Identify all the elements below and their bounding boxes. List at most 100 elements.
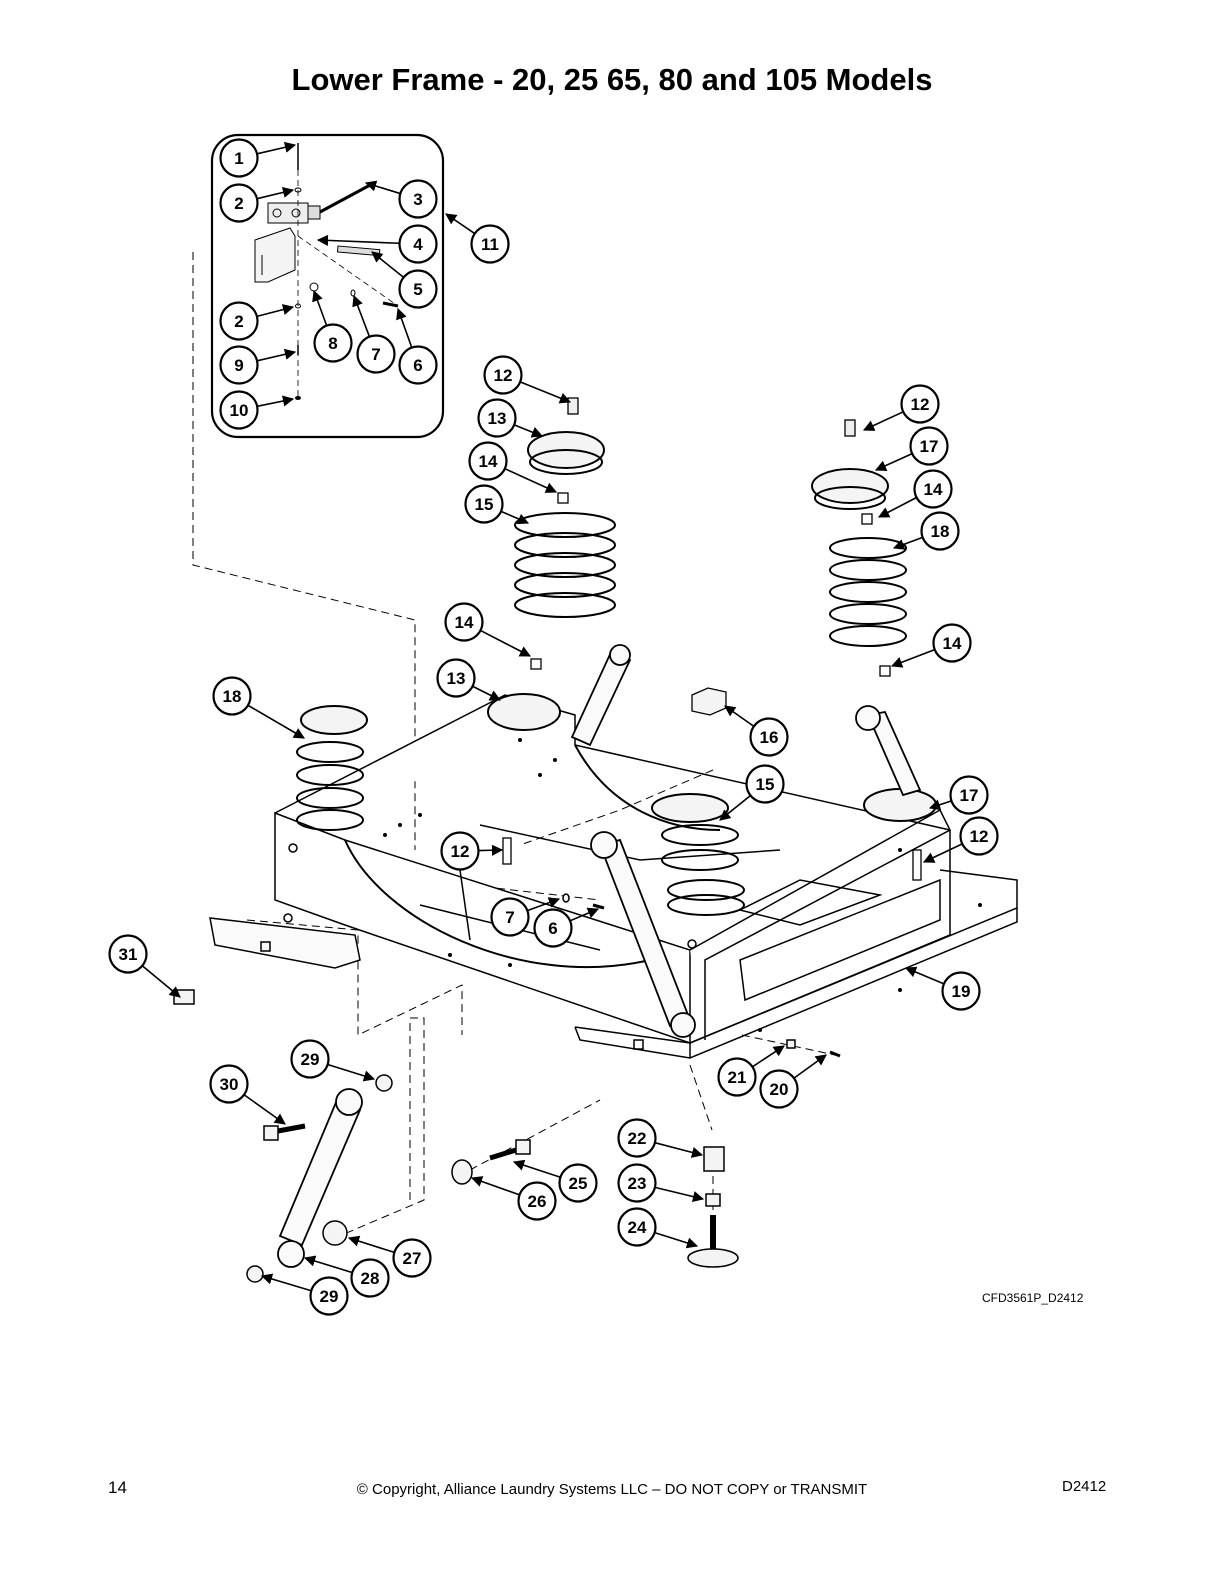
callout-bubble [517,1181,557,1221]
callout-number: 6 [413,356,422,375]
callout-26: 26 [470,1176,557,1221]
callout-number: 11 [481,235,499,254]
callout-number: 2 [234,194,243,213]
callout-bubble [392,1238,432,1278]
callout-leader [303,1255,353,1274]
callout-22: 22 [617,1118,704,1158]
callout-bubble [717,1057,757,1097]
callout-leader [724,705,755,727]
callout-15: 15 [719,764,785,821]
callout-leader [472,685,502,701]
callout-leader [654,1186,705,1203]
callout-5: 5 [371,251,438,309]
callout-bubble [398,345,438,385]
callout-7: 7 [352,294,396,374]
callout-11: 11 [445,213,510,264]
callout-15: 15 [464,484,530,525]
callout-number: 18 [931,522,950,541]
callout-number: 23 [628,1174,647,1193]
callout-leader [256,141,297,155]
callout-bubble [219,390,259,430]
callout-bubble [290,1039,330,1079]
callout-leader [256,395,295,408]
callout-6: 6 [396,307,438,385]
callout-leader [654,1231,699,1249]
callout-number: 18 [223,687,242,706]
callout-21: 21 [717,1045,785,1097]
callout-1: 1 [219,138,297,178]
callout-bubble [219,301,259,341]
callout-number: 22 [628,1129,647,1148]
footer-copyright: © Copyright, Alliance Laundry Systems LL… [356,1481,868,1498]
callout-number: 7 [505,908,514,927]
callout-number: 25 [569,1174,588,1193]
callout-bubble [464,484,504,524]
callout-28: 28 [303,1255,390,1298]
callout-leader [327,1063,376,1082]
callout-29: 29 [290,1039,376,1082]
callout-12: 12 [483,355,572,404]
callout-number: 3 [413,190,422,209]
callout-17: 17 [874,426,949,471]
callout-leader [247,704,305,739]
callout-number: 27 [403,1249,422,1268]
callout-number: 14 [943,634,962,653]
callout-number: 12 [494,366,513,385]
callout-bubble [108,934,148,974]
callout-leader [793,1054,827,1079]
callout-leader [500,510,530,525]
callout-leader [527,897,561,912]
callout-bubble [617,1163,657,1203]
callout-number: 20 [770,1080,789,1099]
callout-bubble [212,676,252,716]
callout-30: 30 [209,1064,286,1125]
callout-leader [504,467,558,493]
callout-18: 18 [892,511,960,551]
loose-hardware [173,893,841,1283]
callout-number: 21 [728,1068,747,1087]
spring-assemblies [296,397,937,916]
callout-leader [922,843,963,863]
callout-leader [752,1045,785,1068]
callout-leader [878,496,917,518]
callout-13: 13 [436,658,502,701]
drawing-id: CFD3561P_D2412 [982,1291,1084,1305]
inset-detail-panel [210,133,445,439]
callout-leader [654,1141,704,1158]
callout-number: 13 [488,409,507,428]
callout-20: 20 [759,1054,827,1109]
callout-number: 14 [924,480,943,499]
callout-number: 1 [234,149,243,168]
callout-bubble [558,1163,598,1203]
callout-leader [719,794,752,821]
callout-number: 5 [413,280,422,299]
callout-leader [512,1159,561,1178]
callout-bubble [477,398,517,438]
callout-leader [480,629,531,657]
callout-number: 29 [320,1287,339,1306]
callout-bubble [483,355,523,395]
callout-18: 18 [212,676,305,739]
callout-leader [892,536,923,550]
callout-number: 12 [970,827,989,846]
callout-number: 14 [455,613,474,632]
callout-bubble [941,971,981,1011]
callout-number: 12 [451,842,470,861]
callout-6: 6 [533,907,600,948]
callout-12: 12 [862,384,940,431]
callout-bubble [444,602,484,642]
callout-14: 14 [878,469,953,518]
callout-number: 28 [361,1269,380,1288]
callout-number: 17 [960,786,979,805]
callout-leader [874,452,913,471]
callout-number: 15 [475,495,494,514]
callout-number: 17 [920,437,939,456]
callout-leader [256,186,295,200]
callout-bubble [209,1064,249,1104]
callout-leader [243,1094,286,1125]
callout-bubble [959,816,999,856]
callout-bubble [219,183,259,223]
callout-27: 27 [347,1235,432,1278]
